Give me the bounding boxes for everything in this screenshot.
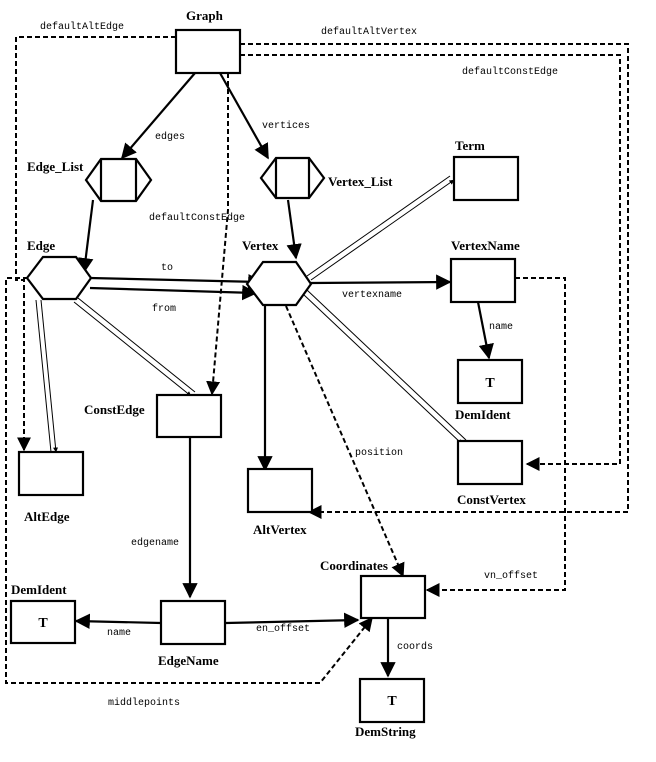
- graph-node[interactable]: [174, 28, 242, 75]
- vertexname-node[interactable]: [449, 257, 517, 304]
- graph-defaultaltvertex-link: [240, 43, 629, 519]
- term-node[interactable]: [452, 155, 520, 202]
- vertex-constvertex-link: [302, 289, 467, 445]
- demstring-node[interactable]: [358, 677, 426, 724]
- en-offset-label: en_offset: [256, 623, 310, 635]
- edgename-coordinates-arrow: [225, 612, 360, 629]
- edgelist-edge-arrow: [78, 199, 95, 274]
- vertexname-label: VertexName: [451, 238, 520, 253]
- to-label: to: [161, 263, 173, 274]
- graph-defaultaltedge-link: [15, 36, 176, 452]
- vertex-position-link: [285, 305, 405, 578]
- constedge-node[interactable]: [155, 393, 223, 439]
- vn-offset-label: vn_offset: [484, 570, 538, 582]
- demident-right-node[interactable]: [456, 358, 524, 405]
- edges-label: edges: [155, 131, 185, 143]
- middlepoints-label: middlepoints: [108, 697, 180, 709]
- from-label: from: [152, 303, 176, 315]
- edge-list-label: Edge_List: [27, 159, 84, 174]
- graph-label: Graph: [186, 8, 224, 23]
- demident-right-t: T: [485, 376, 495, 391]
- edge-altedge-link: [35, 299, 59, 453]
- altedge-label: AltEdge: [24, 509, 70, 524]
- altvertex-node[interactable]: [246, 467, 314, 514]
- name-vertex-label: name: [489, 322, 513, 333]
- demident-right-label: DemIdent: [455, 407, 511, 422]
- vertexname-edge-label: vertexname: [342, 290, 402, 301]
- edgename-edge-label: edgename: [131, 537, 179, 549]
- vertex-node[interactable]: [245, 260, 313, 307]
- graph-defaultconstedge-link: [240, 54, 621, 471]
- graph-constedge-link: [206, 73, 229, 396]
- edge-node[interactable]: [25, 255, 93, 301]
- vertexlist-vertex-arrow: [286, 199, 302, 260]
- defaultaltedge-label: defaultAltEdge: [40, 21, 124, 33]
- edgename-node[interactable]: [159, 599, 227, 646]
- edgename-demident-arrow: [74, 613, 162, 630]
- graph-edges-arrow: [120, 72, 196, 160]
- demstring-t: T: [387, 694, 397, 709]
- vertex-label: Vertex: [242, 238, 279, 253]
- demident-left-t: T: [38, 616, 48, 631]
- term-label: Term: [455, 138, 485, 153]
- edge-middlepoints-link: [5, 277, 373, 684]
- edge-label: Edge: [27, 238, 55, 253]
- constvertex-label: ConstVertex: [457, 492, 526, 507]
- edge-constedge-link: [73, 297, 196, 397]
- position-label: position: [355, 447, 403, 459]
- vertex-list-node[interactable]: [259, 156, 326, 200]
- coordinates-node[interactable]: [359, 574, 427, 620]
- altvertex-label: AltVertex: [253, 522, 307, 537]
- constedge-label: ConstEdge: [84, 402, 145, 417]
- vertexname-vnoffset-link: [425, 277, 566, 597]
- demident-left-node[interactable]: [9, 599, 77, 645]
- edge-to-vertex-arrow: [89, 273, 264, 290]
- vertex-vertexname-arrow: [310, 274, 452, 290]
- vertex-list-label: Vertex_List: [328, 174, 393, 189]
- vertexname-demident-arrow: [476, 301, 494, 360]
- edge-list-node[interactable]: [84, 157, 153, 203]
- defaultaltvertex-label: defaultAltVertex: [321, 26, 417, 38]
- demident-left-label: DemIdent: [11, 582, 67, 597]
- defaultconstedge-top-label: defaultConstEdge: [462, 66, 558, 78]
- coords-label: coords: [397, 641, 433, 653]
- constvertex-node[interactable]: [456, 439, 524, 486]
- vertex-term-link: [306, 175, 455, 281]
- name-edge-label: name: [107, 628, 131, 639]
- edge-from-vertex-arrow: [89, 284, 258, 301]
- coordinates-label: Coordinates: [320, 558, 388, 573]
- defaultconstedge-mid-label: defaultConstEdge: [149, 212, 245, 224]
- graph-vertices-arrow: [219, 72, 269, 160]
- edgename-label: EdgeName: [158, 653, 219, 668]
- altedge-node[interactable]: [17, 450, 85, 497]
- vertices-label: vertices: [262, 120, 310, 132]
- demstring-label: DemString: [355, 724, 416, 739]
